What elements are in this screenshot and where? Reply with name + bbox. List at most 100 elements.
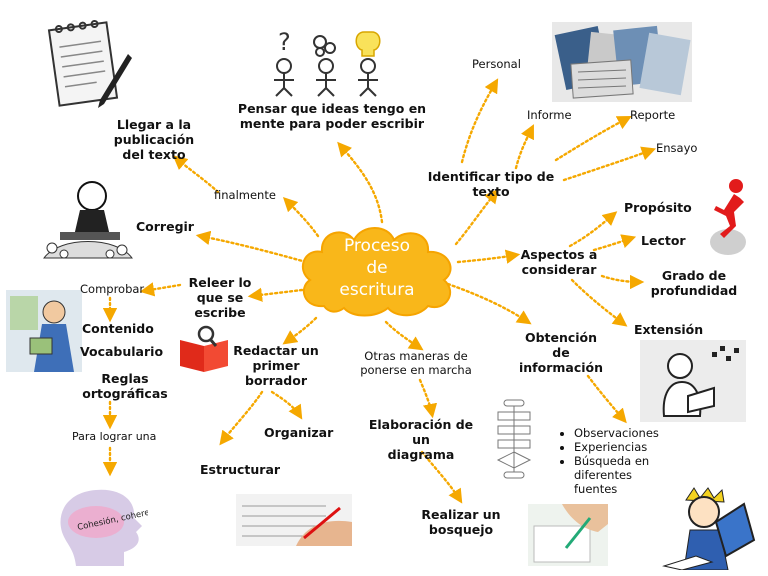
node-grado: Grado de profundidad — [648, 268, 740, 298]
arrow-to-identificar — [454, 188, 499, 246]
arrow-to-estructurar — [219, 390, 264, 446]
student-reading-icon — [6, 290, 82, 372]
node-reglas: Reglas ortográficas — [70, 371, 180, 401]
arrow-to-informe — [514, 124, 534, 170]
arrow-to-otras — [384, 320, 424, 351]
node-informe: Informe — [527, 108, 572, 122]
arrow-to-lector — [592, 234, 637, 252]
arrow-to-reporte — [554, 116, 632, 162]
node-obtencion-line3: información — [518, 360, 603, 375]
node-otras-line2: ponerse en marcha — [360, 362, 472, 377]
center-line-3: escritura — [339, 279, 415, 300]
node-reglas-line2: ortográficas — [82, 386, 168, 401]
node-otras: Otras maneras de ponerse en marcha — [348, 349, 484, 378]
node-proposito: Propósito — [624, 200, 692, 215]
magnifier-book-icon — [180, 325, 228, 372]
arrow-to-comprobar — [139, 282, 182, 297]
list-item: Búsqueda en diferentes fuentes — [574, 454, 666, 496]
arrow-to-extension — [570, 278, 628, 327]
arrow-to-pensar — [337, 141, 384, 224]
cartoon-student-icon — [662, 487, 756, 570]
node-realizar: Realizar un bosquejo — [416, 507, 506, 537]
center-cloud — [301, 227, 452, 317]
arrow-to-corregir — [195, 230, 308, 264]
node-obtencion-line1: Obtención — [524, 330, 598, 345]
node-lector: Lector — [641, 233, 686, 248]
red-figure-icon — [710, 179, 746, 255]
center-line-1: Proceso — [343, 236, 411, 256]
arrow-to-aspectos — [456, 249, 521, 264]
node-redactar: Redactar un primer borrador — [226, 343, 326, 388]
node-aspectos-line1: Aspectos a — [520, 247, 598, 262]
node-identificar-line2: texto — [472, 184, 510, 199]
center-title: Proceso de escritura — [308, 236, 446, 301]
arrow-to-llegar — [172, 155, 220, 194]
node-estructurar: Estructurar — [200, 462, 281, 477]
node-realizar-line1: Realizar un — [421, 507, 501, 522]
node-organizar: Organizar — [264, 425, 334, 440]
newspapers-icon — [552, 22, 692, 102]
node-personal: Personal — [472, 57, 521, 71]
node-reporte: Reporte — [630, 108, 676, 122]
list-item: Observaciones — [574, 426, 666, 440]
node-elaboracion-line1: Elaboración de un — [368, 417, 474, 447]
node-redactar-line3: borrador — [245, 373, 307, 388]
node-identificar-line1: Identificar tipo de — [427, 169, 555, 184]
node-vocabulario: Vocabulario — [80, 344, 164, 359]
arrow-to-bullets — [586, 374, 627, 424]
node-comprobar: Comprobar — [80, 282, 145, 296]
node-reglas-line1: Reglas — [101, 371, 149, 386]
arrow-to-obtencion — [446, 282, 532, 325]
arrow-to-redactar — [282, 316, 318, 345]
node-llegar-line2: publicación — [113, 132, 195, 147]
node-extension: Extensión — [634, 322, 704, 337]
arrow-to-organizar — [270, 390, 303, 420]
node-finalmente: finalmente — [214, 188, 276, 202]
writer-desk-icon — [40, 166, 136, 262]
node-aspectos: Aspectos a considerar — [512, 247, 606, 277]
node-llegar: Llegar a la publicación del texto — [104, 117, 204, 162]
node-llegar-line1: Llegar a la — [116, 117, 192, 132]
arrow-to-grado — [600, 274, 645, 290]
node-contenido: Contenido — [82, 321, 154, 336]
node-releer-line3: escribe — [194, 305, 246, 320]
node-pensar-line2: mente para poder escribir — [239, 116, 425, 131]
reading-person-icon — [640, 340, 746, 422]
notepad-pen-icon — [47, 20, 132, 108]
arrow-to-releer — [247, 287, 304, 302]
sketching-hand-icon — [528, 504, 608, 566]
list-item: Experiencias — [574, 440, 666, 454]
node-identificar: Identificar tipo de texto — [426, 169, 556, 199]
node-redactar-line1: Redactar un — [233, 343, 319, 358]
arrow-to-personal — [460, 78, 499, 164]
arrow-to-ensayo — [562, 146, 657, 182]
info-sources-list: Observaciones Experiencias Búsqueda en d… — [558, 426, 666, 496]
node-ensayo: Ensayo — [656, 141, 698, 155]
node-corregir: Corregir — [136, 219, 194, 234]
node-grado-line2: profundidad — [650, 283, 738, 298]
node-aspectos-line2: considerar — [521, 262, 597, 277]
node-redactar-line2: primer — [252, 358, 300, 373]
svg-text:?: ? — [278, 28, 291, 56]
arrow-to-proposito — [568, 211, 618, 248]
arrow-to-realizar — [420, 450, 463, 504]
node-releer: Releer lo que se escribe — [182, 275, 258, 320]
arrow-to-finalmente — [282, 196, 320, 238]
node-grado-line1: Grado de — [661, 268, 727, 283]
center-line-2: de — [366, 257, 388, 278]
node-otras-line1: Otras maneras de — [364, 349, 468, 363]
head-profile-icon: Cohesión, coherencia... — [60, 489, 148, 566]
node-pensar: Pensar que ideas tengo en mente para pod… — [226, 101, 438, 131]
flowchart-icon — [496, 399, 532, 479]
node-obtencion-line2: de — [552, 345, 570, 360]
node-releer-line1: Releer lo — [188, 275, 252, 290]
node-releer-line2: que se — [196, 290, 244, 305]
thinking-figures-icon: ? — [274, 28, 381, 97]
node-realizar-line2: bosquejo — [428, 522, 494, 537]
node-para-lograr: Para lograr una — [72, 430, 157, 443]
node-obtencion: Obtención de información — [518, 330, 604, 375]
node-pensar-line1: Pensar que ideas tengo en — [237, 101, 427, 116]
node-llegar-line3: del texto — [122, 147, 186, 162]
arrow-to-elaboracion — [418, 378, 438, 419]
